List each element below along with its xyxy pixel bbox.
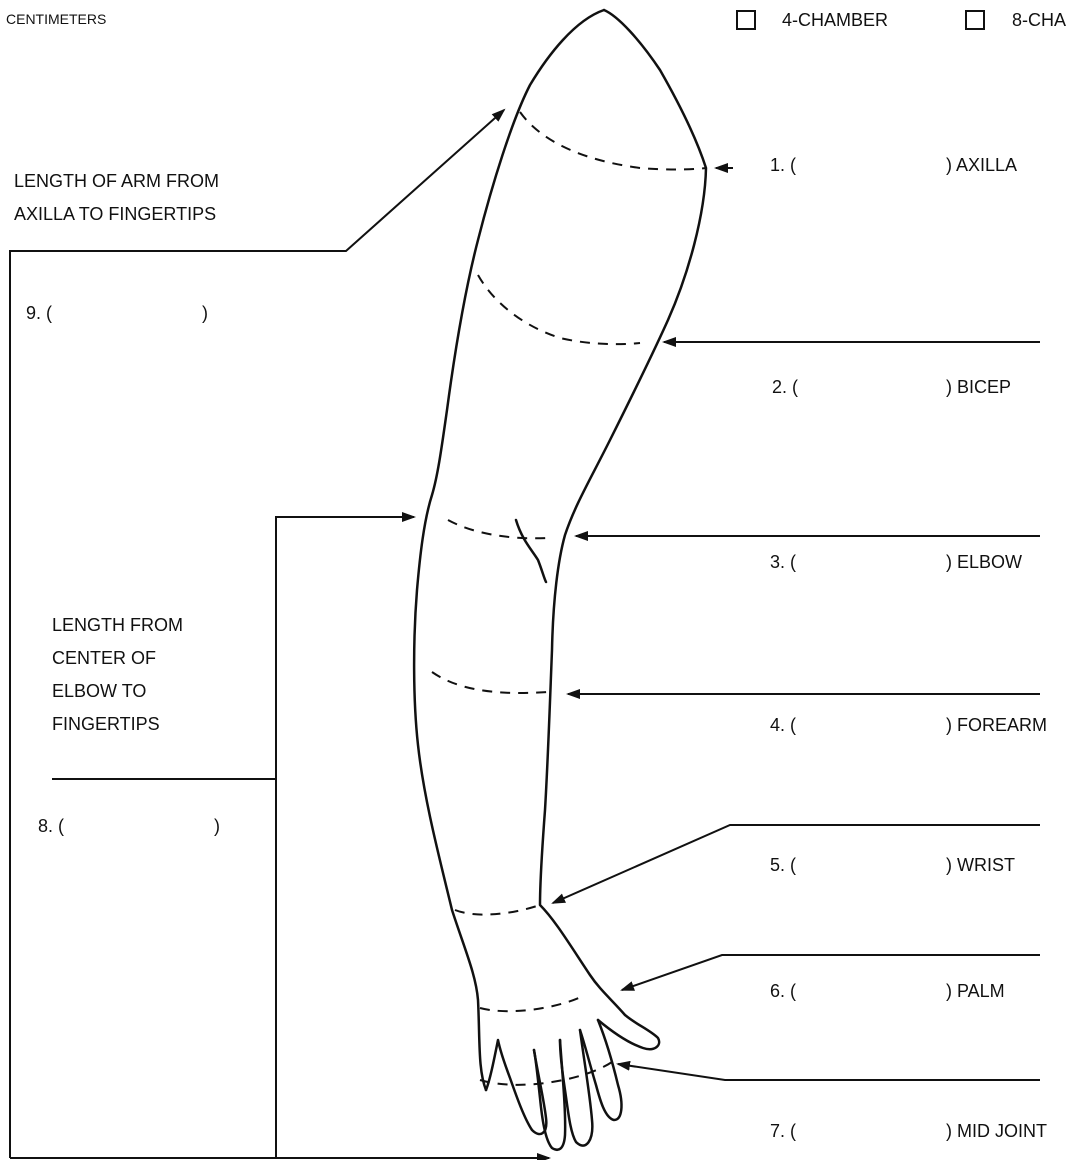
measurement-forearm-open: 4. ( xyxy=(770,714,796,736)
measurement-forearm-input[interactable] xyxy=(808,712,938,738)
measurement-elbow-length-close: ) xyxy=(214,815,220,837)
arm-outline-right xyxy=(540,10,706,1049)
elbow-crease xyxy=(516,520,546,582)
line-palm xyxy=(480,995,585,1011)
measurement-arm-length-input[interactable] xyxy=(64,300,194,326)
units-label: CENTIMETERS xyxy=(6,8,106,30)
measurement-arm-length-close: ) xyxy=(202,302,208,324)
measurement-arm-length-open: 9. ( xyxy=(26,302,52,324)
measurement-axilla-input[interactable] xyxy=(808,152,938,178)
measurement-palm-close: ) PALM xyxy=(946,980,1005,1002)
elbow-length-label-line1: LENGTH FROM xyxy=(52,614,183,636)
elbow-length-label-line3: ELBOW TO xyxy=(52,680,146,702)
measurement-bicep-close: ) BICEP xyxy=(946,376,1011,398)
measurement-wrist-close: ) WRIST xyxy=(946,854,1015,876)
line-axilla xyxy=(520,112,706,170)
measurement-elbow-length-input[interactable] xyxy=(76,813,206,839)
measurement-axilla-close: ) AXILLA xyxy=(946,154,1017,176)
line-wrist xyxy=(455,905,540,915)
measurement-axilla-open: 1. ( xyxy=(770,154,796,176)
measurement-palm-open: 6. ( xyxy=(770,980,796,1002)
option-4-chamber-label: 4-CHAMBER xyxy=(782,9,888,31)
measurement-forearm-close: ) FOREARM xyxy=(946,714,1047,736)
line-forearm xyxy=(432,672,548,693)
measurement-bicep-input[interactable] xyxy=(810,374,940,400)
measurement-elbow-input[interactable] xyxy=(808,549,938,575)
arm-outline-left xyxy=(414,10,604,1090)
arm-length-label-line2: AXILLA TO FINGERTIPS xyxy=(14,203,216,225)
option-8-chamber-label: 8-CHA xyxy=(1012,9,1066,31)
arrow-midjoint xyxy=(618,1064,1040,1080)
arrow-elbow-length-top xyxy=(276,517,414,1158)
measurement-midjoint-close: ) MID JOINT xyxy=(946,1120,1047,1142)
measurement-elbow-open: 3. ( xyxy=(770,551,796,573)
checkbox-4-chamber[interactable] xyxy=(736,10,756,30)
measurement-bicep-open: 2. ( xyxy=(772,376,798,398)
finger-pinky xyxy=(486,1040,546,1134)
measurement-elbow-length-open: 8. ( xyxy=(38,815,64,837)
elbow-length-label-line4: FINGERTIPS xyxy=(52,713,160,735)
measurement-wrist-open: 5. ( xyxy=(770,854,796,876)
measurement-palm-input[interactable] xyxy=(808,978,938,1004)
line-bicep xyxy=(478,275,640,344)
measurement-elbow-close: ) ELBOW xyxy=(946,551,1022,573)
elbow-length-label-line2: CENTER OF xyxy=(52,647,156,669)
measurement-midjoint-open: 7. ( xyxy=(770,1120,796,1142)
checkbox-8-chamber[interactable] xyxy=(965,10,985,30)
measurement-wrist-input[interactable] xyxy=(808,852,938,878)
measurement-midjoint-input[interactable] xyxy=(808,1118,938,1144)
line-elbow xyxy=(448,520,548,538)
arm-length-label-line1: LENGTH OF ARM FROM xyxy=(14,170,219,192)
